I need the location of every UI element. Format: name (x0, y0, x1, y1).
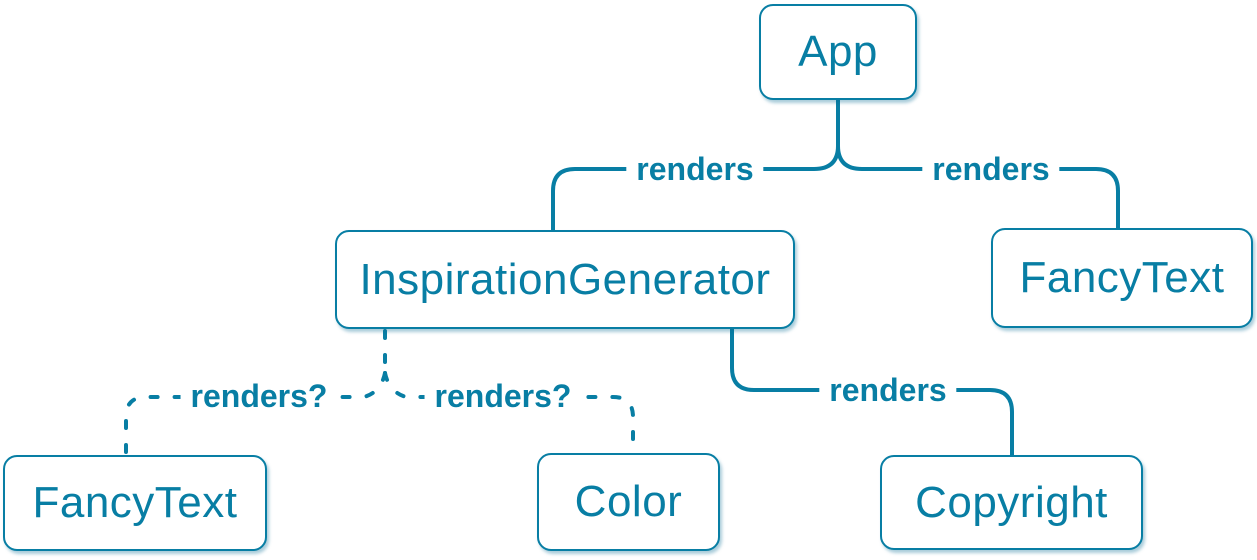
node-copyright: Copyright (880, 455, 1143, 550)
edge-label-inspirationgenerator-color: renders? (424, 378, 582, 414)
node-app: App (759, 4, 917, 100)
node-fancy-text-top-label: FancyText (1019, 253, 1225, 302)
edge-label-inspirationgenerator-fancytext: renders? (180, 378, 338, 414)
node-color: Color (537, 453, 720, 551)
node-app-label: App (798, 27, 878, 76)
edge-label-inspirationgenerator-copyright: renders (819, 372, 957, 408)
edge-inspirationgenerator-color (383, 371, 635, 455)
node-fancy-text-bottom-label: FancyText (32, 478, 238, 527)
node-copyright-label: Copyright (915, 477, 1108, 527)
node-fancy-text-top: FancyText (991, 228, 1253, 328)
node-inspiration-generator: InspirationGenerator (335, 230, 795, 329)
node-fancy-text-bottom: FancyText (3, 455, 267, 551)
node-inspiration-generator-label: InspirationGenerator (359, 254, 771, 304)
edge-label-app-inspirationgenerator: renders (626, 151, 764, 187)
edge-label-app-fancytext: renders (922, 151, 1060, 187)
node-color-label: Color (574, 477, 683, 526)
